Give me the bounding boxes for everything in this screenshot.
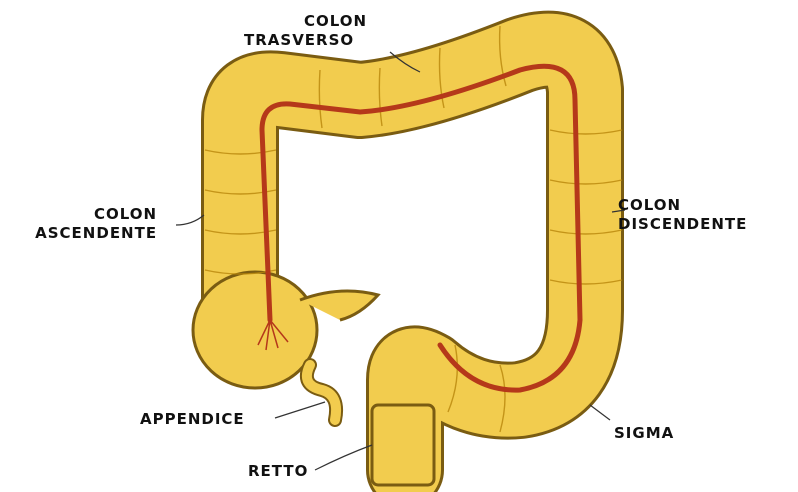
leader-appendice [275, 402, 325, 418]
label-ascendente-line1: COLON [12, 205, 157, 224]
label-trasverso-line2: TRASVERSO [244, 31, 367, 50]
label-sigma: SIGMA [614, 424, 674, 443]
leader-retto [315, 445, 372, 470]
rectum [372, 405, 434, 485]
label-discendente-line2: DISCENDENTE [618, 215, 747, 234]
label-colon-ascendente: COLON ASCENDENTE [12, 205, 157, 243]
leader-ascendente [176, 215, 204, 225]
cecum [193, 272, 378, 388]
appendix [307, 365, 336, 420]
leader-sigma [590, 405, 610, 420]
label-ascendente-line2: ASCENDENTE [12, 224, 157, 243]
label-retto: RETTO [248, 462, 308, 481]
label-appendice: APPENDICE [140, 410, 245, 429]
label-trasverso-line1: COLON [244, 12, 367, 31]
label-discendente-line1: COLON [618, 196, 747, 215]
label-colon-discendente: COLON DISCENDENTE [618, 196, 747, 234]
label-colon-trasverso: COLON TRASVERSO [244, 12, 367, 50]
